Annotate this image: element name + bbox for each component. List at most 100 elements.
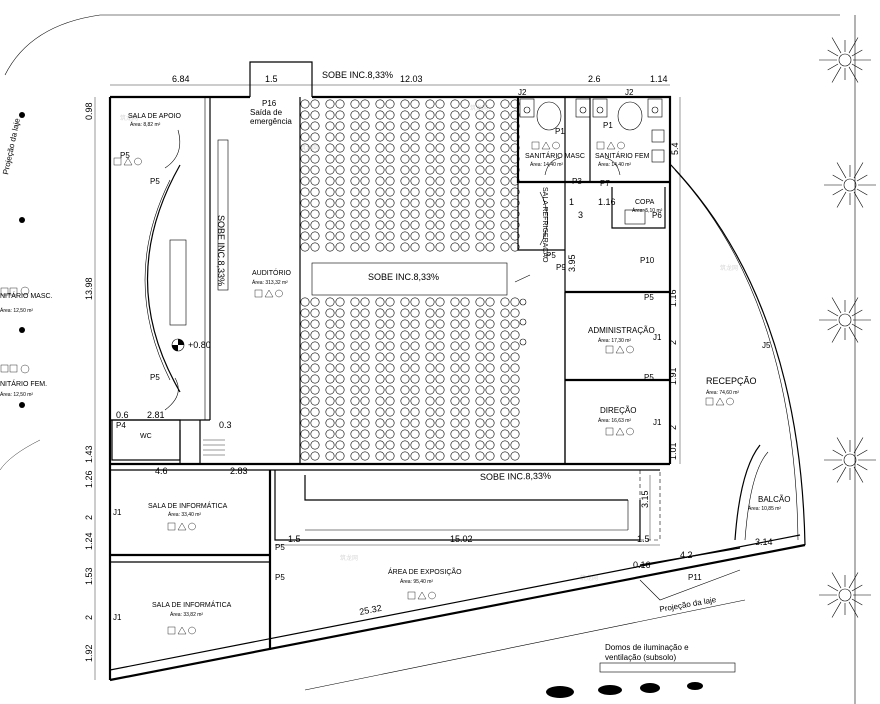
symbol-triangle (417, 591, 427, 600)
seat (475, 352, 485, 362)
seat (310, 132, 320, 142)
svg-text:1.43: 1.43 (84, 445, 94, 463)
svg-text:3.95: 3.95 (567, 254, 577, 272)
seat (460, 451, 470, 461)
svg-text:0.6: 0.6 (116, 410, 129, 420)
seat (475, 132, 485, 142)
seat (475, 187, 485, 197)
seat (475, 407, 485, 417)
seat (350, 187, 360, 197)
seat (500, 242, 510, 252)
seat (425, 407, 435, 417)
seat (510, 330, 520, 340)
seat (435, 231, 445, 241)
svg-text:NITÁRIO MASC.: NITÁRIO MASC. (0, 291, 53, 300)
seat (435, 209, 445, 219)
seat (335, 176, 345, 186)
seat (460, 418, 470, 428)
seat (410, 429, 420, 439)
seat (375, 198, 385, 208)
seat (410, 220, 420, 230)
seat (410, 407, 420, 417)
seat (300, 374, 310, 384)
seat (350, 231, 360, 241)
symbol-triangle (715, 397, 725, 406)
seat (300, 407, 310, 417)
seat (410, 330, 420, 340)
seat (425, 154, 435, 164)
seat (510, 176, 520, 186)
seat (385, 363, 395, 373)
seat (435, 165, 445, 175)
svg-text:筑龙网: 筑龙网 (580, 574, 598, 582)
seat (425, 308, 435, 318)
svg-text:P1: P1 (603, 121, 613, 130)
seat (310, 143, 320, 153)
seat (510, 429, 520, 439)
site-columns (19, 112, 25, 408)
seat (300, 220, 310, 230)
seat (460, 374, 470, 384)
seat (300, 297, 310, 307)
seat (385, 440, 395, 450)
svg-text:SALA DE APOIO: SALA DE APOIO (128, 113, 181, 120)
seat (435, 187, 445, 197)
seat (500, 110, 510, 120)
seat (475, 308, 485, 318)
svg-text:0.3: 0.3 (219, 420, 232, 430)
seat (425, 231, 435, 241)
svg-text:J1: J1 (653, 333, 662, 342)
seat (475, 99, 485, 109)
seat (510, 220, 520, 230)
seat (325, 143, 335, 153)
svg-text:COPA: COPA (635, 199, 655, 206)
seat (510, 110, 520, 120)
seat (510, 407, 520, 417)
seat (360, 198, 370, 208)
seat (510, 308, 520, 318)
seat (425, 297, 435, 307)
seat (485, 165, 495, 175)
seat (450, 363, 460, 373)
svg-text:1.91: 1.91 (668, 367, 678, 385)
seat (360, 308, 370, 318)
svg-text:P5: P5 (120, 151, 130, 160)
seat (300, 198, 310, 208)
svg-text:Área: 33,82 m²: Área: 33,82 m² (170, 611, 203, 618)
seat (385, 330, 395, 340)
seat (325, 319, 335, 329)
seat (410, 110, 420, 120)
tree (824, 162, 876, 208)
svg-text:SOBE INC.8,33%: SOBE INC.8,33% (368, 272, 439, 282)
symbol-square (254, 289, 263, 298)
tree (819, 297, 871, 343)
seat (485, 198, 495, 208)
svg-text:1.14: 1.14 (650, 74, 668, 84)
seat (375, 407, 385, 417)
seat (425, 374, 435, 384)
seat (425, 110, 435, 120)
svg-text:筑龙网: 筑龙网 (120, 114, 138, 122)
svg-text:J5: J5 (762, 341, 771, 350)
seat (300, 154, 310, 164)
seat (410, 297, 420, 307)
seat (450, 341, 460, 351)
seat (385, 319, 395, 329)
seat (460, 132, 470, 142)
seat (425, 451, 435, 461)
seat (335, 297, 345, 307)
svg-text:25.32: 25.32 (358, 603, 382, 617)
svg-text:Área: 8,82 m²: Área: 8,82 m² (130, 121, 161, 128)
svg-text:SOBE INC.8,33%: SOBE INC.8,33% (322, 70, 393, 80)
svg-text:1.24: 1.24 (84, 532, 94, 550)
seat (435, 429, 445, 439)
seat (375, 176, 385, 186)
seat (325, 165, 335, 175)
seat (310, 418, 320, 428)
svg-text:1.16: 1.16 (598, 197, 616, 207)
projection-left: Projeção da laje (1, 117, 22, 176)
seat (425, 396, 435, 406)
dimension-lines (94, 84, 681, 680)
seat (485, 385, 495, 395)
accessibility-markers (514, 274, 531, 346)
